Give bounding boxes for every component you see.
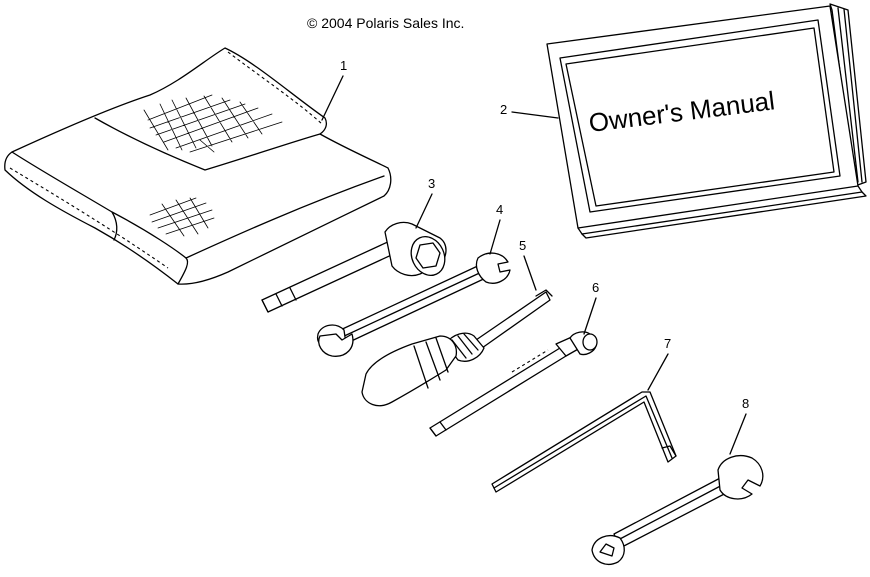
callout-3: 3 (428, 176, 435, 191)
tool-pouch (4, 47, 392, 285)
hex-l-key (491, 391, 677, 493)
leader-4 (489, 219, 501, 255)
open-end-wrench-large (591, 455, 764, 565)
copyright-text: © 2004 Polaris Sales Inc. (307, 15, 464, 31)
socket-extension-bar (429, 331, 598, 437)
owners-manual (546, 3, 867, 239)
spark-plug-socket-wrench (261, 221, 447, 313)
open-end-wrench-small (316, 252, 511, 357)
screwdriver (361, 289, 553, 407)
leader-8 (729, 413, 747, 455)
leader-6 (583, 297, 597, 335)
leader-2 (511, 111, 559, 119)
callout-4: 4 (496, 202, 503, 217)
callout-8: 8 (742, 396, 749, 411)
leader-7 (647, 353, 669, 391)
callout-7: 7 (664, 336, 671, 351)
callout-2: 2 (500, 102, 507, 117)
leader-3 (415, 193, 433, 229)
callout-1: 1 (340, 58, 347, 73)
callout-6: 6 (592, 280, 599, 295)
callout-5: 5 (519, 238, 526, 253)
leader-5 (523, 255, 537, 291)
leader-1 (321, 75, 344, 121)
